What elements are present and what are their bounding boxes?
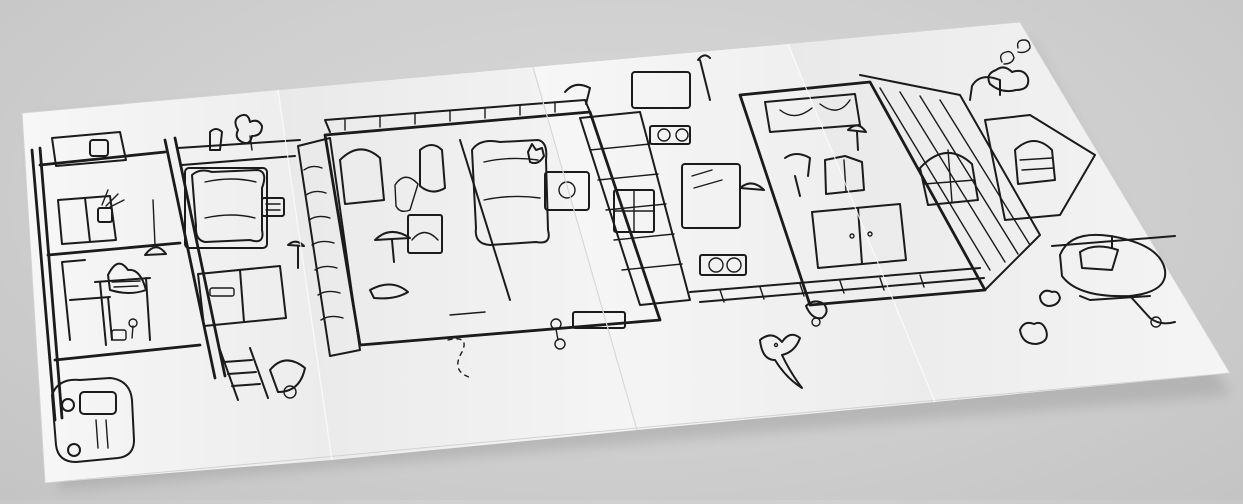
panel-2 (278, 67, 637, 460)
bird-small-icon (805, 300, 828, 327)
cloud-icon (1019, 289, 1061, 345)
panel-3 (533, 44, 935, 430)
car-icon (51, 377, 135, 463)
fold-lines (277, 43, 936, 461)
helicopter-icon (1051, 233, 1176, 328)
paper-panels (21, 21, 1231, 484)
bird-icon (759, 333, 803, 389)
flower-icon (209, 113, 263, 151)
chimney-smoke-icon (987, 39, 1031, 93)
flower-pot-icon (550, 318, 566, 350)
trail-marks (447, 338, 473, 379)
paper-edge (21, 21, 1231, 484)
house-drawing (30, 54, 1096, 422)
